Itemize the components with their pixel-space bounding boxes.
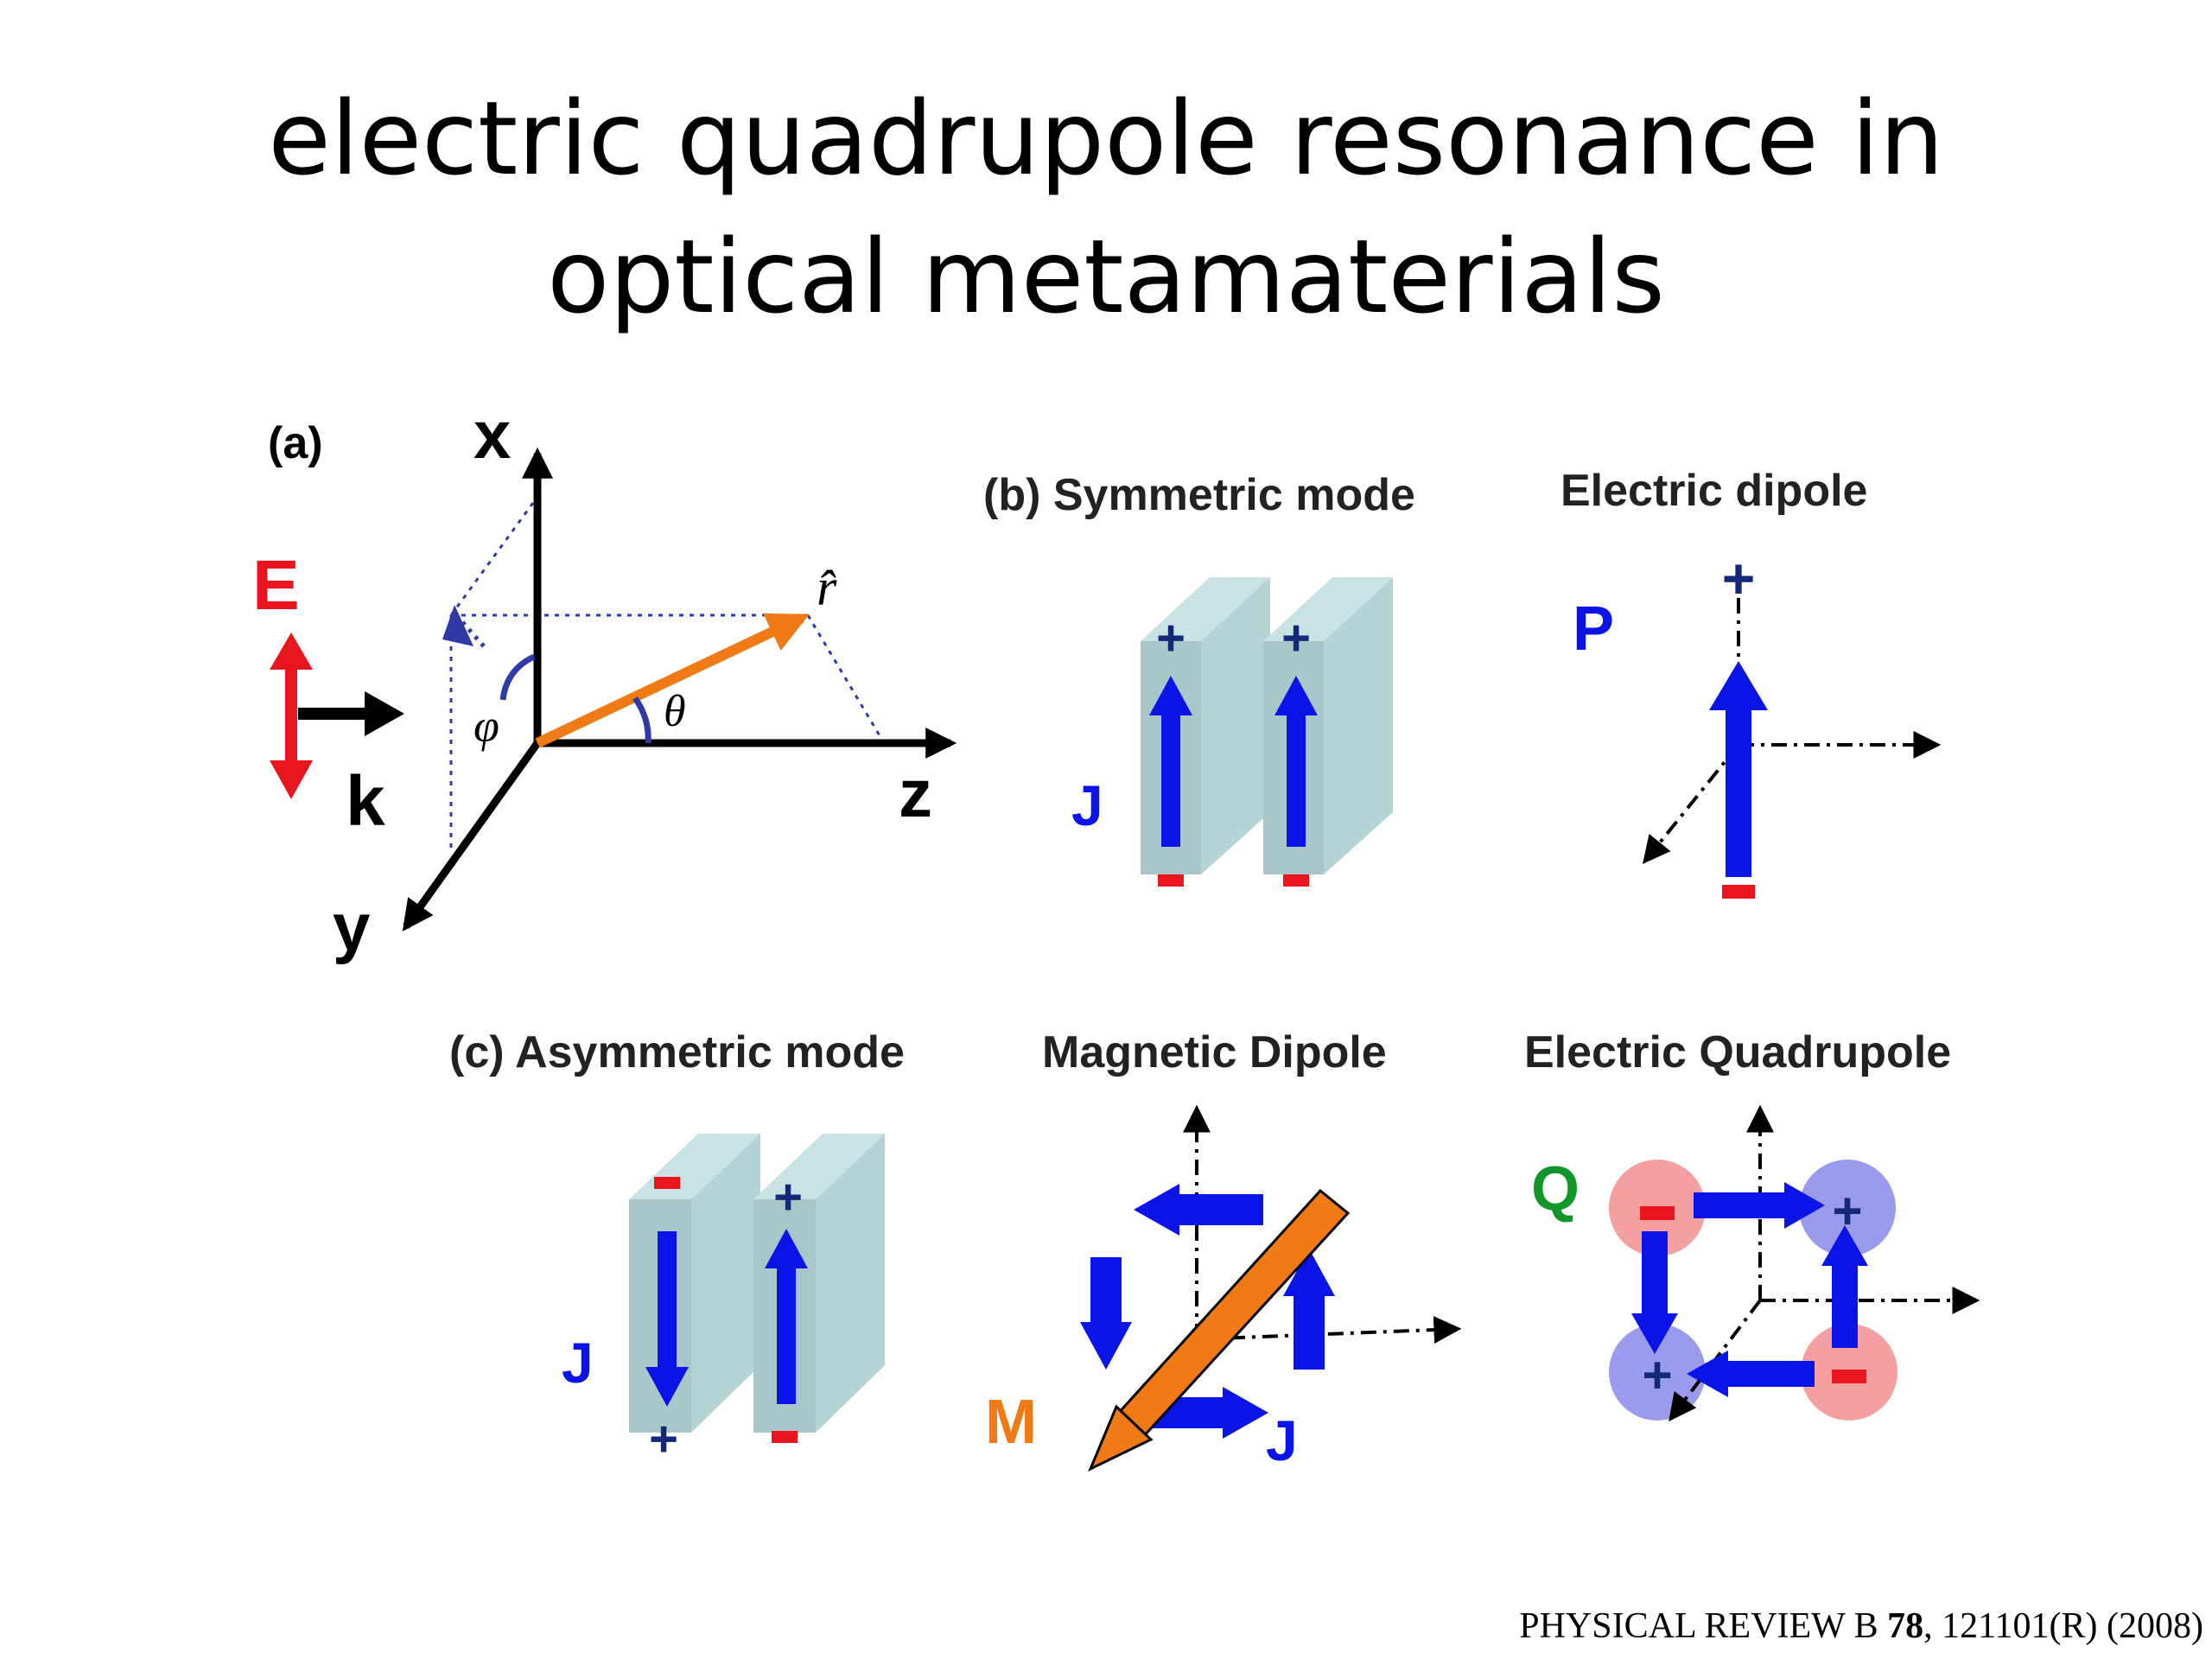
E-label: E <box>252 546 300 625</box>
citation: PHYSICAL REVIEW B 78, 121101(R) (2008) <box>1519 1605 2203 1647</box>
asymmetric-plate-left: + <box>629 1134 760 1467</box>
citation-journal: PHYSICAL REVIEW B <box>1519 1606 1888 1646</box>
r-hat-label: r̂ <box>817 559 837 616</box>
electric-dipole-diagram: + <box>1642 546 1942 899</box>
panel-a-tag: (a) <box>268 418 323 468</box>
title-line-2: optical metamaterials <box>547 217 1665 336</box>
z-axis-label: z <box>899 755 932 831</box>
y-axis <box>402 741 541 931</box>
magnetic-dipole-title: Magnetic Dipole <box>1042 1027 1387 1077</box>
magnetic-dipole-diagram <box>1080 1104 1462 1472</box>
title-line-1: electric quadrupole resonance in <box>268 79 1944 198</box>
asymmetric-plate-right: + <box>753 1134 885 1443</box>
panel-c-title: (c) Asymmetric mode <box>449 1027 905 1077</box>
J-current-label: J <box>1071 773 1103 837</box>
plus-sign: + <box>1722 546 1756 610</box>
minus-marker <box>1640 1206 1675 1220</box>
citation-volume: 78 <box>1887 1606 1924 1646</box>
Q-quadrupole-label: Q <box>1531 1154 1580 1224</box>
symmetric-plate-right: + <box>1263 577 1393 887</box>
panel-b-title: (b) Symmetric mode <box>983 470 1415 520</box>
panel-a: (a) x z y r̂ θ φ E <box>252 397 957 965</box>
panel-c: (c) Asymmetric mode + + J Magnetic Dipol… <box>449 1027 1980 1472</box>
J-current-label: J <box>562 1331 594 1395</box>
k-label: k <box>346 762 385 841</box>
P-polarization-label: P <box>1573 594 1614 664</box>
plus-sign: + <box>649 1411 678 1467</box>
E-field-arrow <box>270 632 313 799</box>
slide-title: electric quadrupole resonance in optical… <box>0 69 2212 346</box>
plus-sign: + <box>1832 1182 1862 1240</box>
minus-marker <box>772 1431 798 1443</box>
projection-lines <box>449 496 885 851</box>
theta-arc <box>632 696 652 744</box>
x-axis-label: x <box>474 397 511 473</box>
plus-sign: + <box>1642 1346 1672 1404</box>
citation-rest: , 121101(R) (2008) <box>1923 1606 2203 1646</box>
panel-b: (b) Symmetric mode + + J Electric dipole <box>983 466 1942 899</box>
phi-arc <box>499 653 536 701</box>
k-wave-arrow <box>298 691 404 736</box>
y-axis-label: y <box>333 889 370 965</box>
plus-sign: + <box>773 1169 803 1225</box>
symmetric-plate-left: + <box>1141 577 1270 887</box>
theta-label: θ <box>664 687 686 736</box>
r-hat-vector <box>535 613 810 748</box>
minus-marker <box>1832 1370 1866 1383</box>
phi-label: φ <box>474 700 499 752</box>
minus-marker <box>1283 874 1309 887</box>
minus-marker <box>1722 885 1755 899</box>
electric-quadrupole-title: Electric Quadrupole <box>1524 1027 1951 1077</box>
plus-sign: + <box>1281 610 1311 666</box>
electric-quadrupole-diagram: + + <box>1609 1104 1980 1422</box>
electric-dipole-title: Electric dipole <box>1560 466 1867 516</box>
minus-marker <box>654 1177 680 1189</box>
M-moment-label: M <box>985 1388 1037 1457</box>
minus-marker <box>1158 874 1184 887</box>
plus-sign: + <box>1156 610 1185 666</box>
J-current-label: J <box>1266 1408 1298 1472</box>
